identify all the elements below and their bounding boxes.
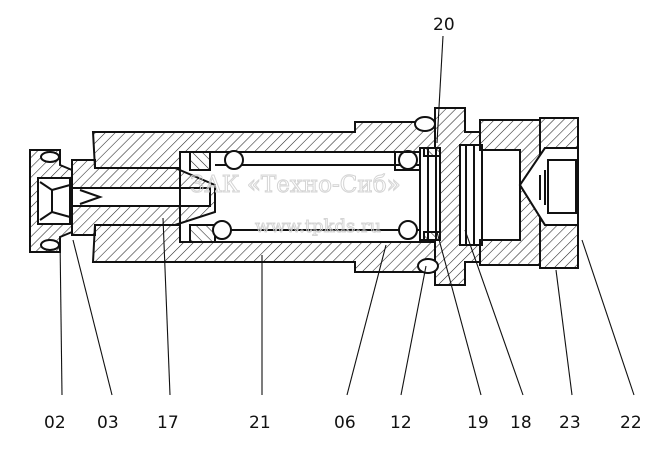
spring-chamber-part-06 (189, 150, 431, 243)
watermark: ЗАК «Техно-Сиб» www.tpkds.ru (190, 172, 402, 238)
callout-labels: 20 02 03 17 21 06 12 19 18 23 22 (44, 15, 642, 433)
leader-lines (59, 35, 635, 396)
disc-part-18 (459, 144, 483, 246)
callout-21: 21 (249, 413, 271, 433)
watermark-line-2: www.tpkds.ru (255, 216, 381, 237)
callout-18: 18 (510, 413, 532, 433)
valve-seat-part-19 (419, 147, 441, 241)
watermark-line-1: ЗАК «Техно-Сиб» (190, 172, 401, 198)
end-cap-part-02 (29, 149, 73, 253)
callout-17: 17 (157, 413, 179, 433)
callout-03: 03 (97, 413, 119, 433)
housing-part-21 (91, 121, 436, 273)
callout-23: 23 (559, 413, 581, 433)
callout-20: 20 (433, 15, 455, 35)
callout-19: 19 (467, 413, 489, 433)
plug-part-22 (518, 147, 579, 226)
callout-12: 12 (390, 413, 412, 433)
callout-06: 06 (334, 413, 356, 433)
callout-02: 02 (44, 413, 66, 433)
callout-22: 22 (620, 413, 642, 433)
valve-assembly (29, 107, 579, 286)
o-ring-part-03 (40, 151, 60, 251)
